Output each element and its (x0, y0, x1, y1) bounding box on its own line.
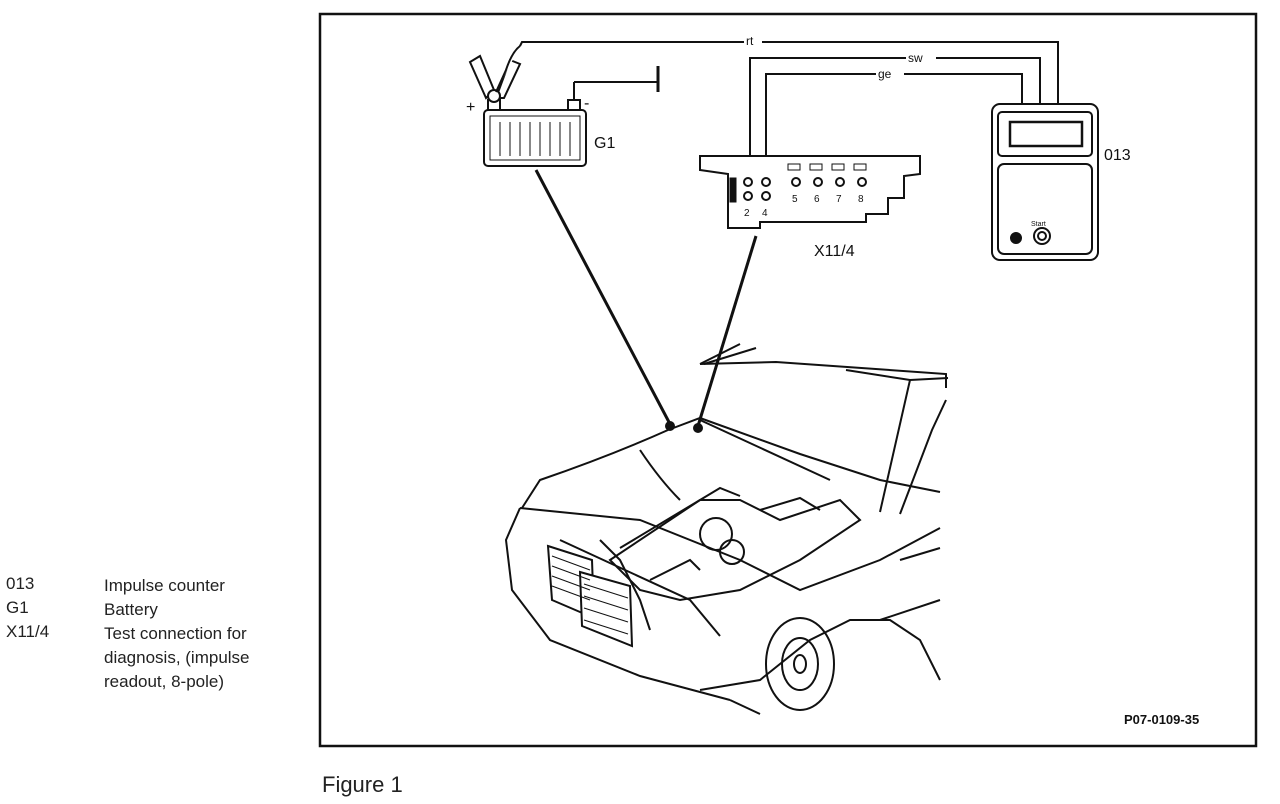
figure-frame (318, 12, 1258, 748)
legend-item-battery: G1 Battery (6, 596, 306, 620)
battery-plus-label: + (466, 99, 475, 116)
legend-item-counter: 013 Impulse counter (6, 572, 306, 596)
wire-rt-label: rt (746, 34, 754, 48)
pin-label: 5 (792, 194, 798, 205)
pin-label: 6 (814, 194, 820, 205)
start-label: Start (1031, 221, 1046, 228)
legend-item-connector: X11/4 Test connection for diagnosis, (im… (6, 620, 306, 692)
pin-label: 2 (744, 208, 750, 219)
vehicle-engine (599, 486, 862, 631)
impulse-counter (991, 103, 1099, 261)
figure-ref-code: P07-0109-35 (1124, 712, 1199, 727)
battery-clamp (468, 45, 522, 103)
pin-label: 4 (762, 208, 768, 219)
battery-label: G1 (594, 135, 615, 152)
connector-x11-4 (699, 155, 921, 229)
vehicle-grille (546, 544, 634, 648)
battery-minus-label: - (584, 95, 589, 112)
connector-location-marker (693, 423, 703, 433)
wire-rt (519, 41, 1059, 104)
pin-label: 8 (858, 194, 864, 205)
pin-label: 7 (836, 194, 842, 205)
legend-code: X11/4 (6, 622, 50, 641)
wire-sw (749, 57, 1041, 170)
battery (483, 66, 660, 167)
wiring-diagram: + - G1 rt sw ge 2 4 5 6 7 8 X11/4 (318, 12, 1258, 748)
legend-desc: Battery (104, 600, 158, 619)
connector-label: X11/4 (814, 243, 855, 260)
counter-label: 013 (1104, 147, 1131, 164)
wire-sw-label: sw (908, 51, 923, 65)
battery-cells (499, 122, 571, 156)
legend-code: G1 (6, 598, 29, 617)
leader-lines (534, 169, 758, 427)
legend: 013 Impulse counter G1 Battery X11/4 Tes… (6, 572, 306, 692)
figure-caption: Figure 1 (322, 772, 403, 797)
wire-ge-label: ge (878, 67, 892, 81)
legend-desc: Impulse counter (104, 576, 225, 595)
legend-desc: Test connection for diagnosis, (impulse … (104, 624, 250, 691)
legend-code: 013 (6, 574, 35, 593)
battery-location-marker (665, 421, 675, 431)
vehicle (504, 343, 949, 715)
vehicle-wheel (765, 617, 835, 711)
